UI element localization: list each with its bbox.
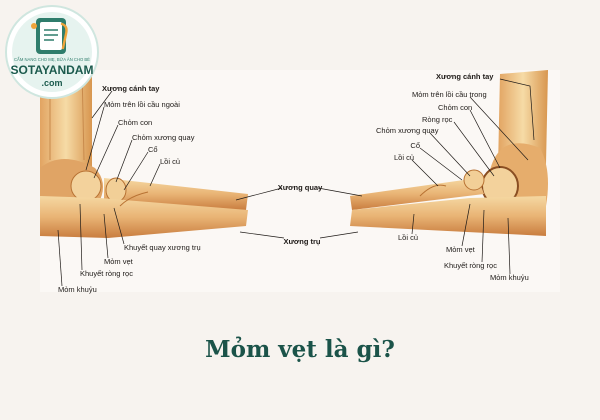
label-khuyet-rong-roc-right: Khuyết ròng rọc [444,261,497,270]
left-radial-tuberosity [119,191,149,207]
label-mom-khuyu-right: Mỏm khuỷu [490,273,529,282]
right-elbow-illustration [350,70,548,236]
left-elbow-illustration [40,69,248,238]
logo-tagline: CẨM NANG CHO MẸ, BỮA ĂN CHO BÉ [14,57,90,62]
label-xuong-quay: Xương quay [278,183,323,192]
label-chom-con-right: Chỏm con [438,103,472,112]
label-chom-xuong-quay-right: Chỏm xương quay [376,126,439,135]
label-xuong-tru: Xương trụ [283,237,320,246]
logo-name: SOTAYANDAM [11,63,94,77]
logo-domain: .com [41,78,62,88]
elbow-anatomy-diagram: Xương cánh tay Mỏm trên lồi cầu ngoài Ch… [40,69,548,294]
label-khuyet-quay-xuong-tru: Khuyết quay xương trụ [124,243,201,252]
right-radius [350,178,484,210]
left-capitulum [70,170,102,202]
label-xuong-canh-tay-right: Xương cánh tay [436,72,494,81]
left-ulna [40,196,248,238]
label-loi-cu-lower-right: Lồi củ [398,233,418,242]
label-xuong-canh-tay-left: Xương cánh tay [102,84,160,93]
right-radial-tuberosity [419,184,447,197]
label-chom-con-left: Chỏm con [118,118,152,127]
label-chom-xuong-quay-left: Chỏm xương quay [132,133,195,142]
label-mom-vet-left: Mỏm vẹt [104,257,134,266]
label-mom-tren-loi-cau-trong: Mỏm trên lồi cầu trong [412,90,487,99]
sotayandam-logo[interactable]: CẨM NANG CHO MẸ, BỮA ĂN CHO BÉ SOTAYANDA… [4,4,100,100]
label-co-right: Cổ [410,141,420,150]
leader-lines [57,78,535,287]
label-mom-khuyu-left: Mỏm khuỷu [58,285,97,294]
label-loi-cu-left: Lồi củ [160,157,180,166]
label-khuyet-rong-roc-left: Khuyết ròng rọc [80,269,133,278]
label-mom-tren-loi-cau-ngoai: Mỏm trên lồi cầu ngoài [104,100,180,109]
label-mom-vet-right: Mỏm vẹt [446,245,476,254]
label-rong-roc: Ròng rọc [422,115,453,124]
right-humerus-shaft [498,70,548,168]
label-loi-cu-right: Lồi củ [394,153,414,162]
label-co-left: Cổ [148,145,158,154]
right-ulna [350,196,546,236]
notebook-spoon-icon [31,18,68,54]
page-title: Mỏm vẹt là gì? [205,336,395,363]
